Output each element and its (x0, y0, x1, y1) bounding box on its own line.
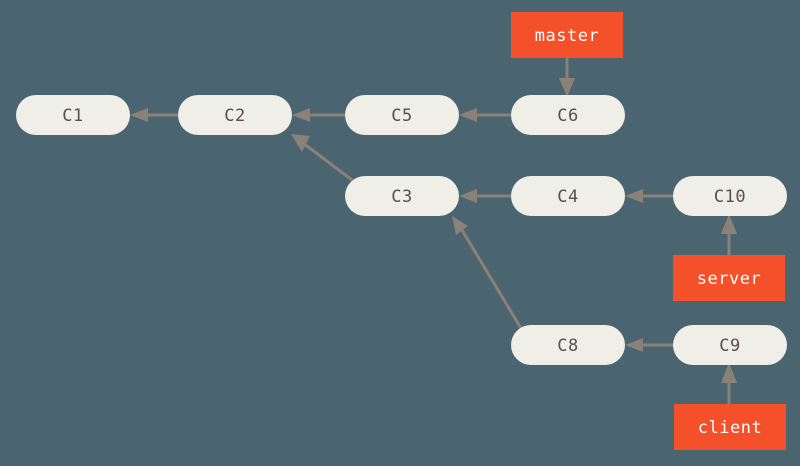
branch-label-text-server: server (697, 269, 761, 289)
commit-node-c4[interactable]: C4 (511, 176, 625, 216)
commit-node-c10[interactable]: C10 (673, 176, 787, 216)
edge-server-to-c10 (721, 214, 737, 255)
commit-node-c1[interactable]: C1 (16, 95, 130, 135)
commit-node-c8[interactable]: C8 (511, 325, 625, 365)
branch-label-client[interactable]: client (674, 404, 786, 450)
edge-c5-to-c2 (292, 108, 345, 122)
edge-c3-to-c2 (291, 134, 353, 182)
commit-node-c9[interactable]: C9 (673, 325, 787, 365)
commit-layer: C1 C2 C5 C6 C3 C4 (16, 95, 787, 365)
commit-node-c6[interactable]: C6 (511, 95, 625, 135)
commit-label-c8: C8 (557, 336, 578, 356)
commit-label-c3: C3 (391, 187, 412, 207)
commit-label-c2: C2 (224, 106, 245, 126)
commit-label-c1: C1 (62, 106, 83, 126)
edge-c4-to-c3 (459, 189, 511, 203)
edge-master-to-c6 (559, 58, 575, 97)
edge-c9-to-c8 (625, 338, 673, 352)
edge-c10-to-c4 (625, 189, 673, 203)
commit-label-c5: C5 (391, 106, 412, 126)
commit-node-c5[interactable]: C5 (345, 95, 459, 135)
edge-layer (130, 58, 737, 404)
edge-c2-to-c1 (130, 108, 178, 122)
commit-node-c2[interactable]: C2 (178, 95, 292, 135)
commit-label-c4: C4 (557, 187, 578, 207)
branch-label-master[interactable]: master (511, 12, 623, 58)
edge-c8-to-c3 (452, 216, 524, 331)
branch-label-layer: master server client (511, 12, 786, 450)
commit-label-c6: C6 (557, 106, 578, 126)
branch-label-text-client: client (698, 418, 762, 438)
commit-label-c10: C10 (714, 187, 746, 207)
edge-client-to-c9 (721, 363, 737, 404)
commit-node-c3[interactable]: C3 (345, 176, 459, 216)
edge-c6-to-c5 (459, 108, 511, 122)
branch-label-server[interactable]: server (673, 255, 785, 301)
branch-label-text-master: master (535, 26, 599, 46)
commit-label-c9: C9 (719, 336, 740, 356)
